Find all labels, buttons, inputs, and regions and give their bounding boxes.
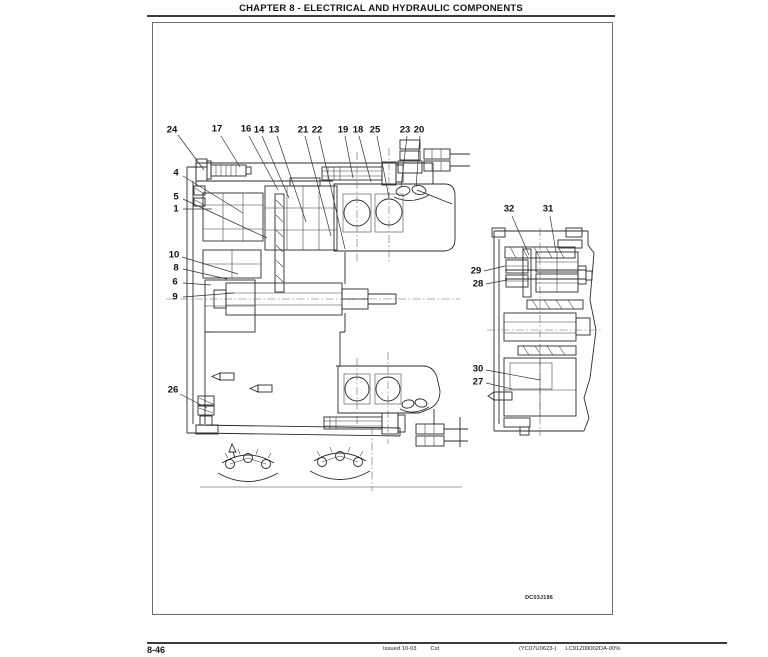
footer-issued-date: Issued 10-03 [383,646,417,652]
upper-gear-block [202,192,264,242]
header-divider [147,15,615,17]
upper-seal-rollers [393,184,453,205]
gear-pump-detail-middle [487,228,601,436]
lower-long-bolt [323,409,468,447]
relief-valve-stack [397,139,470,174]
left-wall [186,166,217,434]
callout-4: 4 [173,167,179,179]
figure-frame: 24 17 16 14 13 21 22 19 18 25 23 20 4 5 … [152,22,613,615]
footer-issued-block: Issued 10-03 Cst [383,646,439,652]
gear-pump-detail-upper [504,246,593,298]
mid-left-blocks [202,249,262,333]
callout-26: 26 [167,384,179,396]
bottom-roller-cages [200,428,462,491]
callout-22: 22 [311,124,323,136]
callout-leader-lines [177,134,557,409]
footer-divider [147,642,727,644]
footer-codes-block: (YC07U0623-) LC91Z00002DA-00% [519,646,620,652]
callout-17: 17 [211,123,223,135]
gear-pump-detail-lower [487,357,577,436]
lower-left-bolt [195,395,219,435]
footer-serial-code: (YC07U0623-) [519,646,557,652]
callout-16: 16 [240,123,252,135]
callout-29: 29 [470,265,482,277]
callout-8: 8 [173,262,179,274]
figure-code: DC03J196 [525,595,553,601]
center-gear-block [264,177,338,293]
gear-pump-detail-outline [491,227,597,432]
callout-5: 5 [173,191,179,203]
main-pump-top-plate [195,162,434,186]
top-left-bolt [195,158,252,182]
callout-25: 25 [369,124,381,136]
lower-bearing-housing [336,352,441,444]
pump-cross-section-drawing [166,134,601,491]
page-number: 8-46 [147,645,166,655]
callout-31: 31 [542,203,554,215]
callout-27: 27 [472,376,484,388]
page-title: CHAPTER 8 - ELECTRICAL AND HYDRAULIC COM… [239,3,523,14]
callout-23: 23 [399,124,411,136]
upper-long-bolt [321,161,404,186]
callout-28: 28 [472,278,484,290]
callout-30: 30 [472,363,484,375]
callout-1: 1 [173,203,179,215]
callout-19: 19 [337,124,349,136]
callout-14: 14 [253,124,265,136]
callout-21: 21 [297,124,309,136]
footer-form-code: LC91Z00002DA-00% [565,646,621,652]
callout-10: 10 [168,249,180,261]
callout-6: 6 [172,276,178,288]
callout-24: 24 [166,124,178,136]
callout-18: 18 [352,124,364,136]
footer-revision-mark: Cst [430,646,440,652]
callout-13: 13 [268,124,280,136]
callout-32: 32 [503,203,515,215]
upper-bearing-housing [333,148,456,262]
callout-9: 9 [172,291,178,303]
callout-20: 20 [413,124,425,136]
